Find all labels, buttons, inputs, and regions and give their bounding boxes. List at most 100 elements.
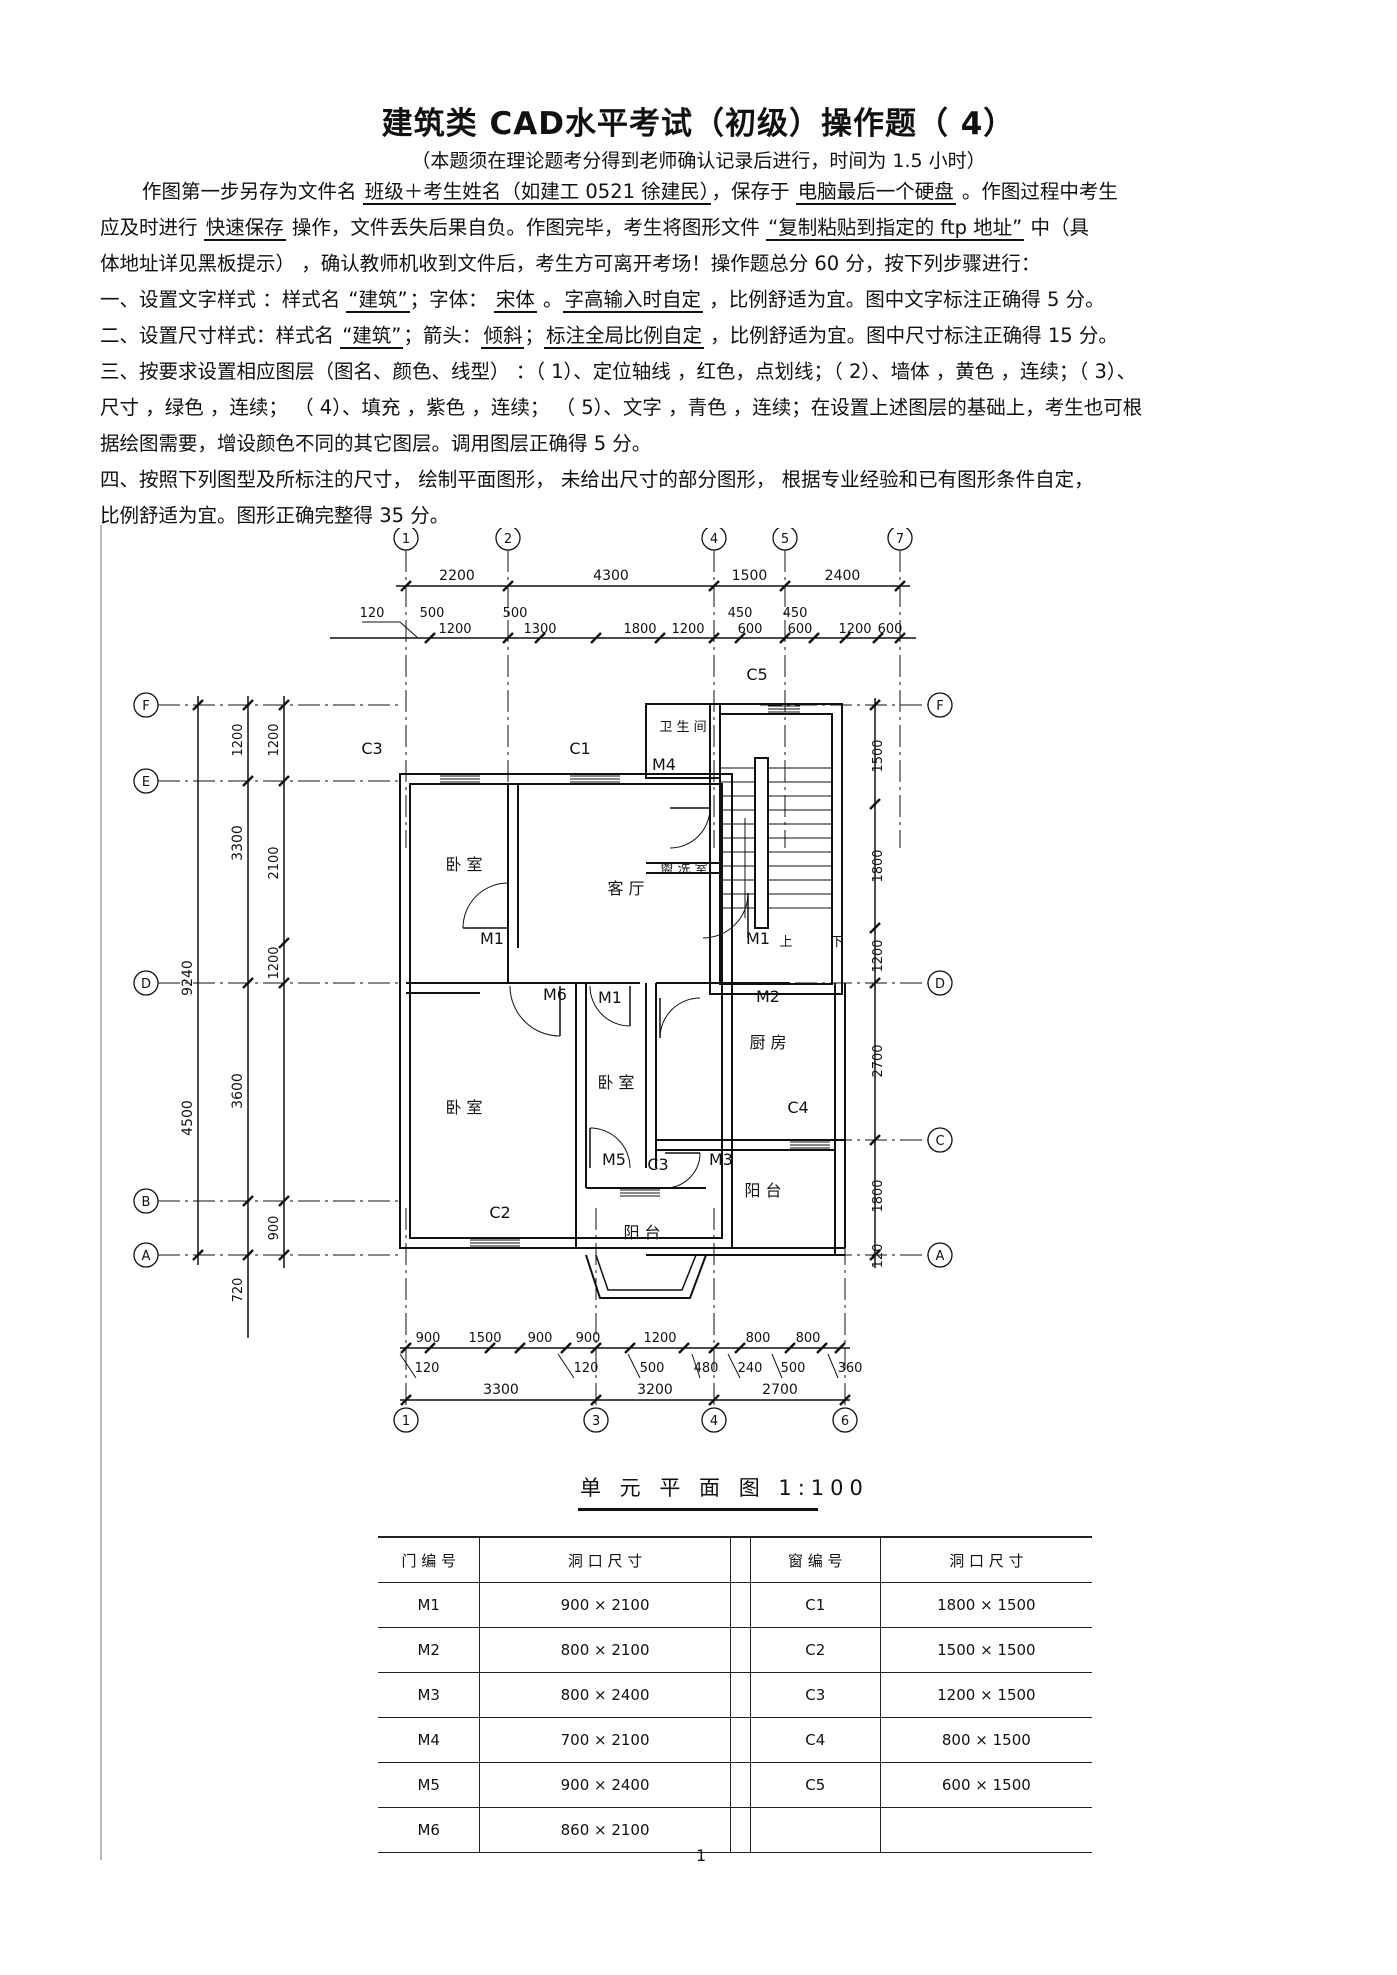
dimension-tick: [242, 699, 254, 711]
leader-line: [627, 1353, 641, 1379]
plan-title: 单 元 平 面 图 1:100: [580, 1476, 869, 1500]
dimension-text: 1200: [838, 622, 871, 637]
leader-line: [399, 621, 419, 639]
leader-line: [771, 1353, 783, 1379]
room-label-wash: 盥 洗 室: [660, 861, 707, 877]
dimension-tick: [514, 1342, 526, 1354]
axis-bubble-label: F: [142, 699, 149, 714]
dimension-tick: [560, 1342, 572, 1354]
column-separator: [729, 1672, 751, 1718]
window-size: 600 × 1500: [880, 1762, 1092, 1808]
window-size: 1500 × 1500: [880, 1627, 1092, 1673]
window-tag: C3: [647, 1155, 668, 1174]
leader-line: [827, 1353, 839, 1379]
intro-text: 操作，文件丢失后果自负。作图完毕，考生将图形文件: [285, 216, 767, 239]
axis-bubble-label: 4: [710, 1414, 718, 1429]
dimension-tick: [894, 632, 906, 644]
dimension-tick: [869, 798, 881, 810]
axis-bubble-label: 1: [402, 1414, 410, 1429]
dimension-text: 720: [231, 1278, 246, 1303]
dimension-text: 240: [738, 1361, 763, 1376]
stair-core-wall: [709, 703, 843, 995]
door-tag: M2: [756, 987, 780, 1006]
dimension-tick: [278, 1249, 290, 1261]
leader-line: [727, 1353, 741, 1379]
window-id: C3: [750, 1672, 881, 1718]
axis-bubble-label: 2: [504, 532, 512, 547]
dimension-text: 450: [783, 606, 808, 621]
room-label-living: 客 厅: [607, 879, 644, 898]
room-label-bedroom: 卧 室: [445, 1098, 482, 1117]
dimension-text: 500: [503, 606, 528, 621]
dimension-tick: [734, 1342, 746, 1354]
door-tag: M3: [709, 1150, 733, 1169]
dimension-tick: [834, 1342, 846, 1354]
dimension-text: 3600: [230, 1073, 246, 1109]
dimension-text: 1800: [871, 1179, 886, 1212]
dimension-tick: [869, 977, 881, 989]
window-id: C1: [750, 1582, 881, 1628]
dimension-text: 120: [871, 1244, 886, 1269]
page-number: 1: [696, 1846, 707, 1865]
dimension-tick: [242, 1249, 254, 1261]
page-title: 建筑类 CAD水平考试（初级）操作题（ 4）: [381, 106, 1016, 142]
dimension-tick: [242, 775, 254, 787]
room-label-toilet: 卫 生 间: [659, 720, 706, 735]
window-header: 窗 编 号: [750, 1536, 881, 1583]
step-3-cont: 据绘图需要，增设颜色不同的其它图层。调用图层正确得 5 分。: [100, 432, 652, 455]
axis-bubble-label: E: [142, 775, 150, 790]
dimension-tick: [779, 580, 791, 592]
door-id: M3: [378, 1672, 481, 1718]
dimension-text: 2200: [439, 568, 475, 584]
exterior-wall: [399, 773, 733, 1249]
dimension-tick: [424, 632, 436, 644]
dimension-tick: [708, 580, 720, 592]
dimension-text: 1200: [267, 946, 282, 979]
dimension-text: 600: [878, 622, 903, 637]
dimension-tick: [590, 1342, 602, 1354]
door-tag: M6: [543, 985, 567, 1004]
step-3-cont: 尺寸 ，绿色 ，连续； （ 4）、填充 ，紫色 ，连续； （ 5）、文字 ，青色…: [100, 396, 1143, 419]
dimension-text: 1500: [732, 568, 768, 584]
dimension-tick: [708, 632, 720, 644]
dimension-text: 500: [420, 606, 445, 621]
axis-bubble-label: 3: [592, 1414, 600, 1429]
axis-bubble-label: F: [936, 699, 943, 714]
intro-text: ，保存于: [711, 180, 796, 203]
dimension-tick: [839, 632, 851, 644]
axis-bubble-label: 4: [710, 532, 718, 547]
dimension-tick: [808, 632, 820, 644]
bay-balcony-wall: [585, 1254, 707, 1299]
window-tag: C2: [489, 1203, 510, 1222]
door-size: 860 × 2100: [479, 1807, 731, 1853]
window-id: C2: [750, 1627, 881, 1673]
room-label-bedroom: 卧 室: [597, 1073, 634, 1092]
axis-bubble-label: A: [936, 1249, 945, 1264]
leader-line: [399, 1353, 417, 1379]
arrow-type: 倾斜: [481, 324, 525, 349]
column-separator: [729, 1536, 751, 1583]
dimension-text: 3300: [483, 1382, 519, 1398]
intro-text: 。作图过程中考生: [955, 180, 1118, 203]
leader-line: [557, 1353, 575, 1379]
step-text: ，比例舒适为宜。图中文字标注正确得 5 分。: [703, 288, 1105, 311]
axis-bubble-label: 5: [781, 532, 789, 547]
dimension-text: 1200: [438, 622, 471, 637]
door-size: 800 × 2400: [479, 1672, 731, 1718]
dimension-tick: [400, 1394, 412, 1406]
door-m1-swing: [702, 892, 749, 939]
step-text: 。: [536, 288, 563, 311]
door-id: M4: [378, 1717, 481, 1763]
column-separator: [729, 1717, 751, 1763]
dimension-text: 9240: [180, 960, 196, 996]
text-height: 字高输入时自定: [562, 288, 704, 313]
door-m3-swing: [664, 1152, 701, 1189]
axis-bubble: [701, 1407, 727, 1433]
door-tag: M4: [652, 755, 676, 774]
dimension-tick: [242, 1195, 254, 1207]
stair-handrail: [754, 757, 769, 929]
dimension-text: 1200: [267, 723, 282, 756]
ftp-instruction: “复制粘贴到指定的 ftp 地址”: [766, 216, 1025, 241]
